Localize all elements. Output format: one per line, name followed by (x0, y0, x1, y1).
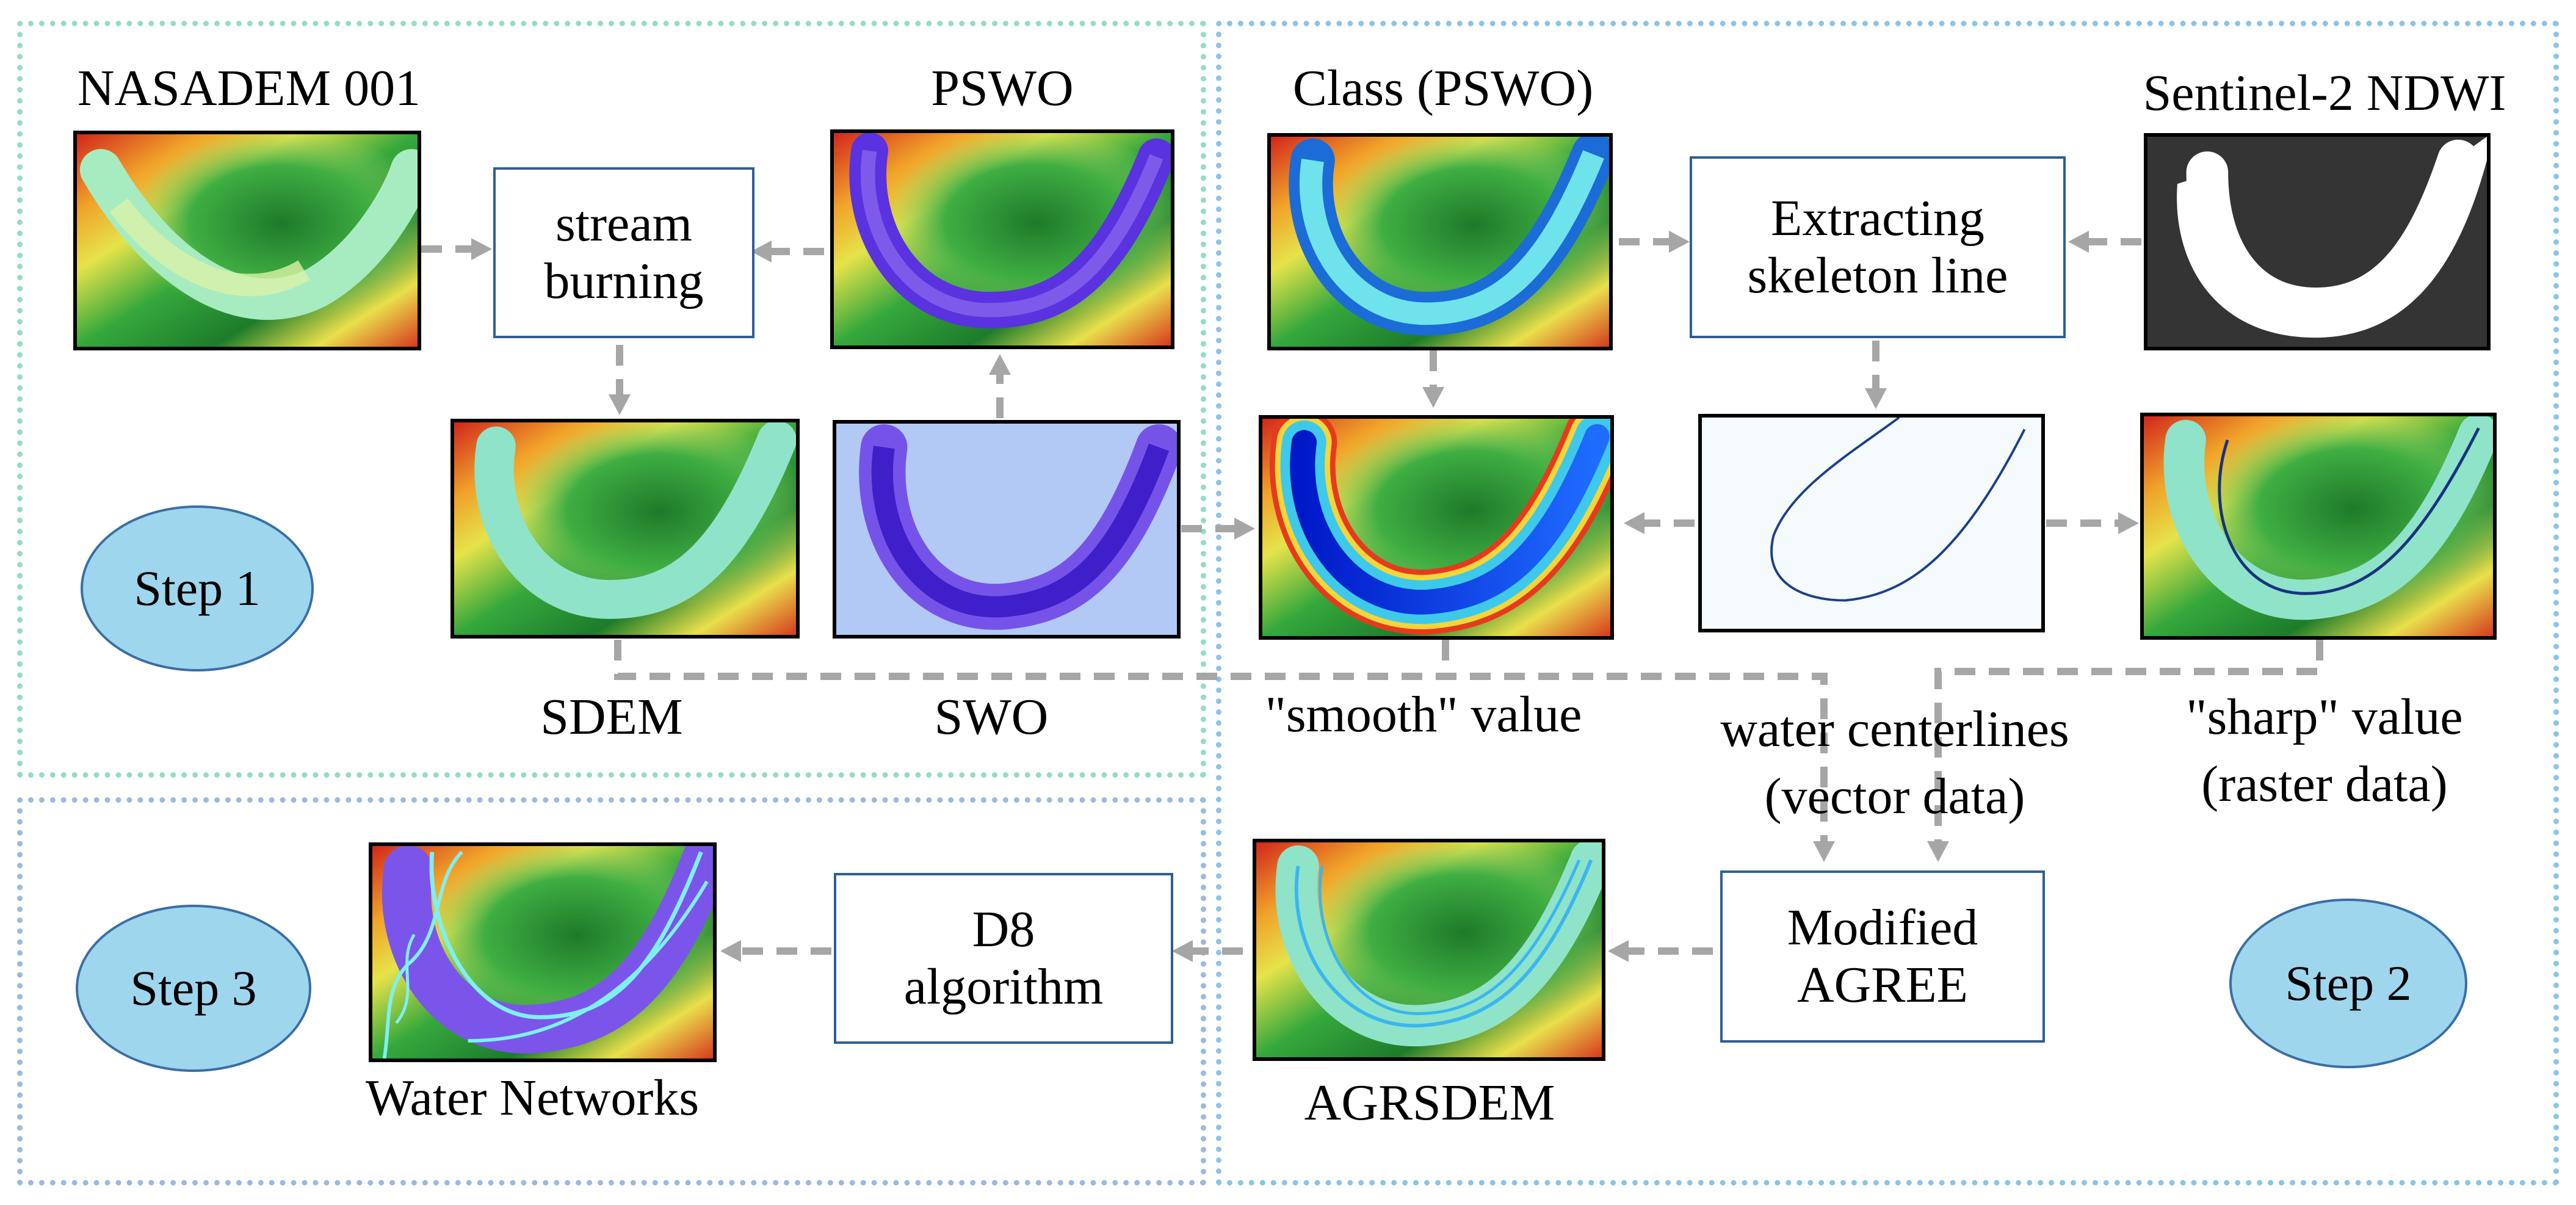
stream-burning-line2: burning (544, 253, 704, 309)
modified-agree-line2: AGREE (1797, 957, 1968, 1013)
centerline-image (1698, 414, 2045, 632)
step1-region (17, 21, 1206, 778)
water-networks-label: Water Networks (365, 1069, 700, 1126)
step1-badge: Step 1 (81, 505, 314, 671)
arrow-sdem-smooth-to-agree (614, 640, 1828, 849)
nasadem-image (73, 131, 421, 350)
d8-algorithm-line1: D8 (972, 900, 1035, 958)
swo-image (833, 420, 1181, 639)
agrsdem-image (1253, 839, 1605, 1061)
extracting-skeleton-line1: Extracting (1771, 189, 1984, 247)
swo-label: SWO (934, 689, 1049, 745)
ndwi-label: Sentinel-2 NDWI (2143, 65, 2506, 121)
step3-label: Step 3 (130, 960, 257, 1016)
step3-region (17, 797, 1206, 1185)
stream-burning-line1: stream (555, 195, 692, 252)
step1-label: Step 1 (134, 560, 261, 616)
sharp-value-label-line1: "sharp" value (2186, 689, 2463, 745)
step2-badge: Step 2 (2229, 899, 2467, 1068)
smooth-value-label: "smooth" value (1265, 686, 1582, 743)
pswo-image (830, 129, 1174, 349)
extracting-skeleton-line2: skeleton line (1747, 247, 2008, 304)
centerlines-label-line2: (vector data) (1764, 768, 2025, 825)
step3-badge: Step 3 (76, 905, 311, 1072)
water-networks-image (369, 842, 717, 1062)
sharp-value-label-line2: (raster data) (2201, 756, 2448, 812)
nasadem-label: NASADEM 001 (77, 60, 421, 117)
sdem-label: SDEM (540, 689, 683, 745)
pswo-label: PSWO (931, 60, 1074, 117)
ndwi-image (2144, 133, 2491, 350)
step2-label: Step 2 (2285, 955, 2412, 1011)
modified-agree-line1: Modified (1787, 899, 1978, 956)
sharp-value-image (2140, 413, 2497, 640)
class-pswo-label: Class (PSWO) (1292, 60, 1594, 117)
centerlines-label-line1: water centerlines (1720, 701, 2069, 758)
arrow-sharp-to-agree (1934, 640, 2323, 849)
smooth-value-image (1259, 415, 1614, 640)
agrsdem-label: AGRSDEM (1304, 1074, 1555, 1131)
sdem-image (450, 419, 800, 639)
step2-region (1216, 21, 2559, 1185)
class-pswo-image (1267, 133, 1613, 350)
d8-algorithm-line2: algorithm (903, 958, 1104, 1015)
